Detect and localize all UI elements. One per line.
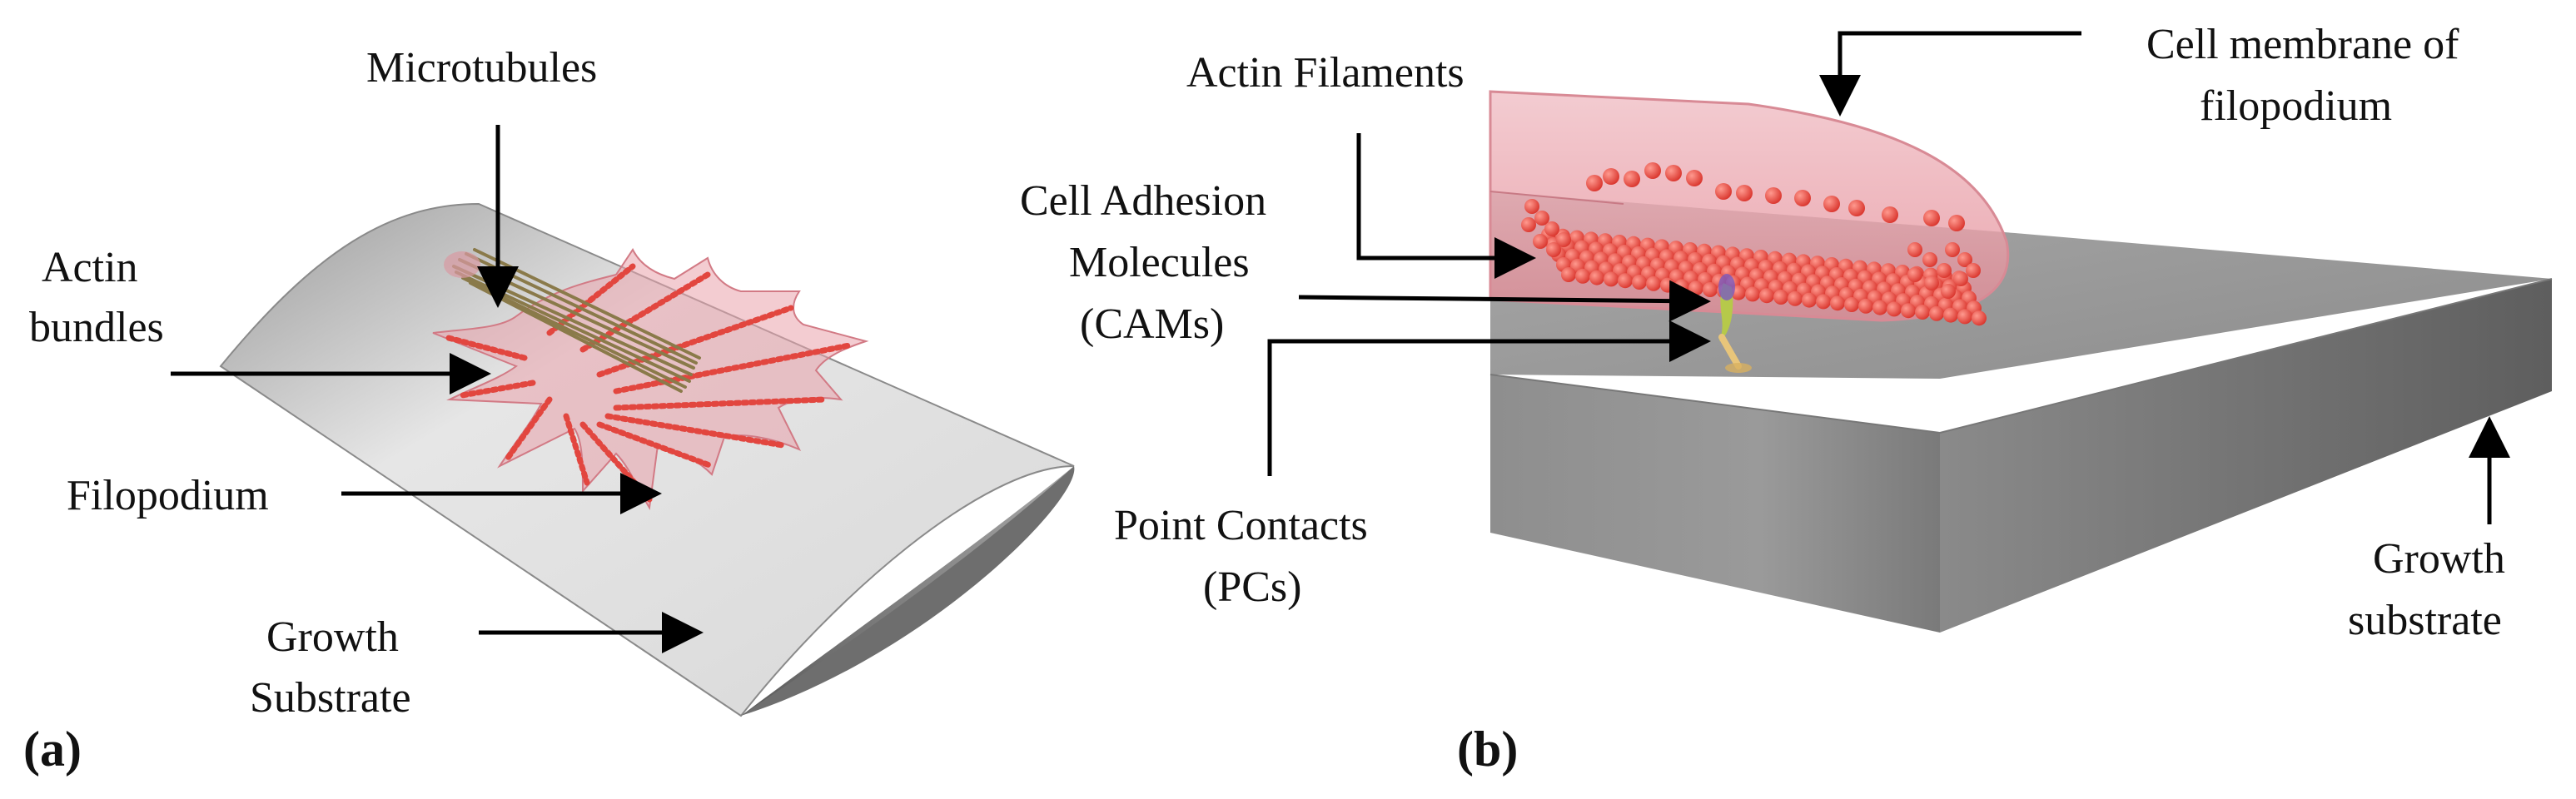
arrow-cams	[1298, 280, 1711, 322]
actin-bead	[1604, 271, 1619, 287]
actin-bead	[1773, 290, 1788, 305]
actin-filaments-beads	[1521, 162, 1987, 326]
actin-bead	[1858, 298, 1873, 314]
actin-bead	[1937, 263, 1952, 278]
actin-bead	[1915, 305, 1930, 320]
panel-b: Actin Filaments Cell membrane of filopod…	[1020, 21, 2553, 777]
actin-bead	[1765, 187, 1782, 204]
actin-bead	[1922, 252, 1937, 267]
actin-bead	[1957, 309, 1972, 325]
actin-bead	[1624, 171, 1640, 187]
actin-bead	[1703, 282, 1718, 297]
filopodium-cell	[432, 248, 869, 510]
actin-bead	[1561, 267, 1576, 282]
actin-bead	[1907, 242, 1922, 257]
arrow-point-contacts	[1267, 320, 1711, 476]
point-contact	[1718, 334, 1752, 373]
actin-bead	[1823, 196, 1840, 212]
actin-bead	[1872, 300, 1887, 315]
actin-bead	[1924, 275, 1939, 290]
actin-bead	[1953, 271, 1968, 286]
actin-bead	[1736, 185, 1753, 201]
actin-bead	[1966, 263, 1981, 278]
actin-bead	[1688, 280, 1703, 296]
label-growth-substrate-a-line2: Substrate	[250, 674, 411, 722]
actin-bead	[1544, 221, 1559, 236]
actin-bead	[1948, 215, 1965, 231]
actin-bead	[1632, 275, 1647, 290]
arrow-cell-membrane	[1819, 31, 2081, 117]
actin-bead	[1715, 183, 1732, 200]
label-point-contacts-line1: Point Contacts	[1114, 502, 1368, 549]
label-growth-substrate-b-line2: substrate	[2348, 597, 2502, 644]
actin-bead	[1844, 297, 1859, 312]
actin-bead	[1665, 165, 1682, 181]
actin-bead	[1556, 232, 1571, 247]
actin-bead	[1907, 267, 1922, 282]
label-actin-bundles-line1: Actin	[42, 244, 138, 291]
actin-bead	[1941, 284, 1956, 299]
label-actin-filaments: Actin Filaments	[1186, 49, 1465, 97]
label-cell-membrane-line2: filopodium	[2200, 82, 2392, 130]
arrow-actin-filaments	[1356, 133, 1536, 279]
label-cell-membrane-line1: Cell membrane of	[2146, 21, 2459, 68]
actin-bead	[1943, 307, 1958, 323]
label-growth-substrate-b-line1: Growth	[2373, 535, 2505, 583]
label-cams-line1: Cell Adhesion	[1020, 177, 1266, 225]
actin-bead	[1686, 170, 1703, 186]
actin-bead	[1546, 242, 1561, 257]
label-microtubules: Microtubules	[366, 44, 597, 92]
actin-bead	[1887, 301, 1902, 317]
actin-bead	[1848, 200, 1865, 216]
actin-bead	[1603, 168, 1619, 185]
label-cams-line2: Molecules	[1069, 239, 1250, 286]
actin-bead	[1929, 305, 1944, 321]
actin-bead	[1586, 175, 1603, 191]
label-actin-bundles-line2: bundles	[29, 304, 164, 351]
actin-bead	[1674, 279, 1689, 295]
actin-bead	[1901, 303, 1916, 319]
actin-bead	[1802, 292, 1817, 308]
actin-bead	[1745, 286, 1760, 302]
actin-bead	[1816, 294, 1831, 310]
actin-bead	[1882, 206, 1898, 223]
panel-a: Microtubules Actin bundles Filopodium Gr…	[23, 44, 1075, 777]
actin-bead	[1830, 295, 1845, 311]
actin-bead	[1945, 242, 1960, 257]
actin-bead	[1618, 273, 1633, 289]
actin-bead	[1646, 275, 1661, 291]
actin-bead	[1660, 277, 1675, 293]
label-cams-line3: (CAMs)	[1080, 300, 1224, 348]
cam-molecule	[1718, 274, 1735, 341]
label-filopodium: Filopodium	[67, 472, 269, 519]
actin-bead	[1972, 310, 1987, 326]
actin-bead	[1524, 199, 1539, 214]
actin-bead	[1589, 270, 1604, 285]
actin-bead	[1923, 210, 1940, 226]
panel-letter-b: (b)	[1457, 722, 1518, 777]
panel-letter-a: (a)	[23, 722, 82, 777]
actin-bead	[1644, 162, 1661, 179]
label-point-contacts-line2: (PCs)	[1203, 563, 1301, 611]
actin-bead	[1788, 290, 1803, 306]
actin-bead	[1533, 234, 1548, 249]
actin-bead	[1794, 190, 1811, 206]
actin-bead	[1575, 268, 1590, 284]
actin-bead	[1759, 288, 1774, 304]
label-growth-substrate-a-line1: Growth	[266, 613, 399, 661]
actin-bead	[1521, 217, 1536, 232]
actin-bead	[1957, 252, 1972, 267]
actin-bead	[1534, 211, 1549, 226]
microtubules-bundle	[444, 248, 701, 393]
